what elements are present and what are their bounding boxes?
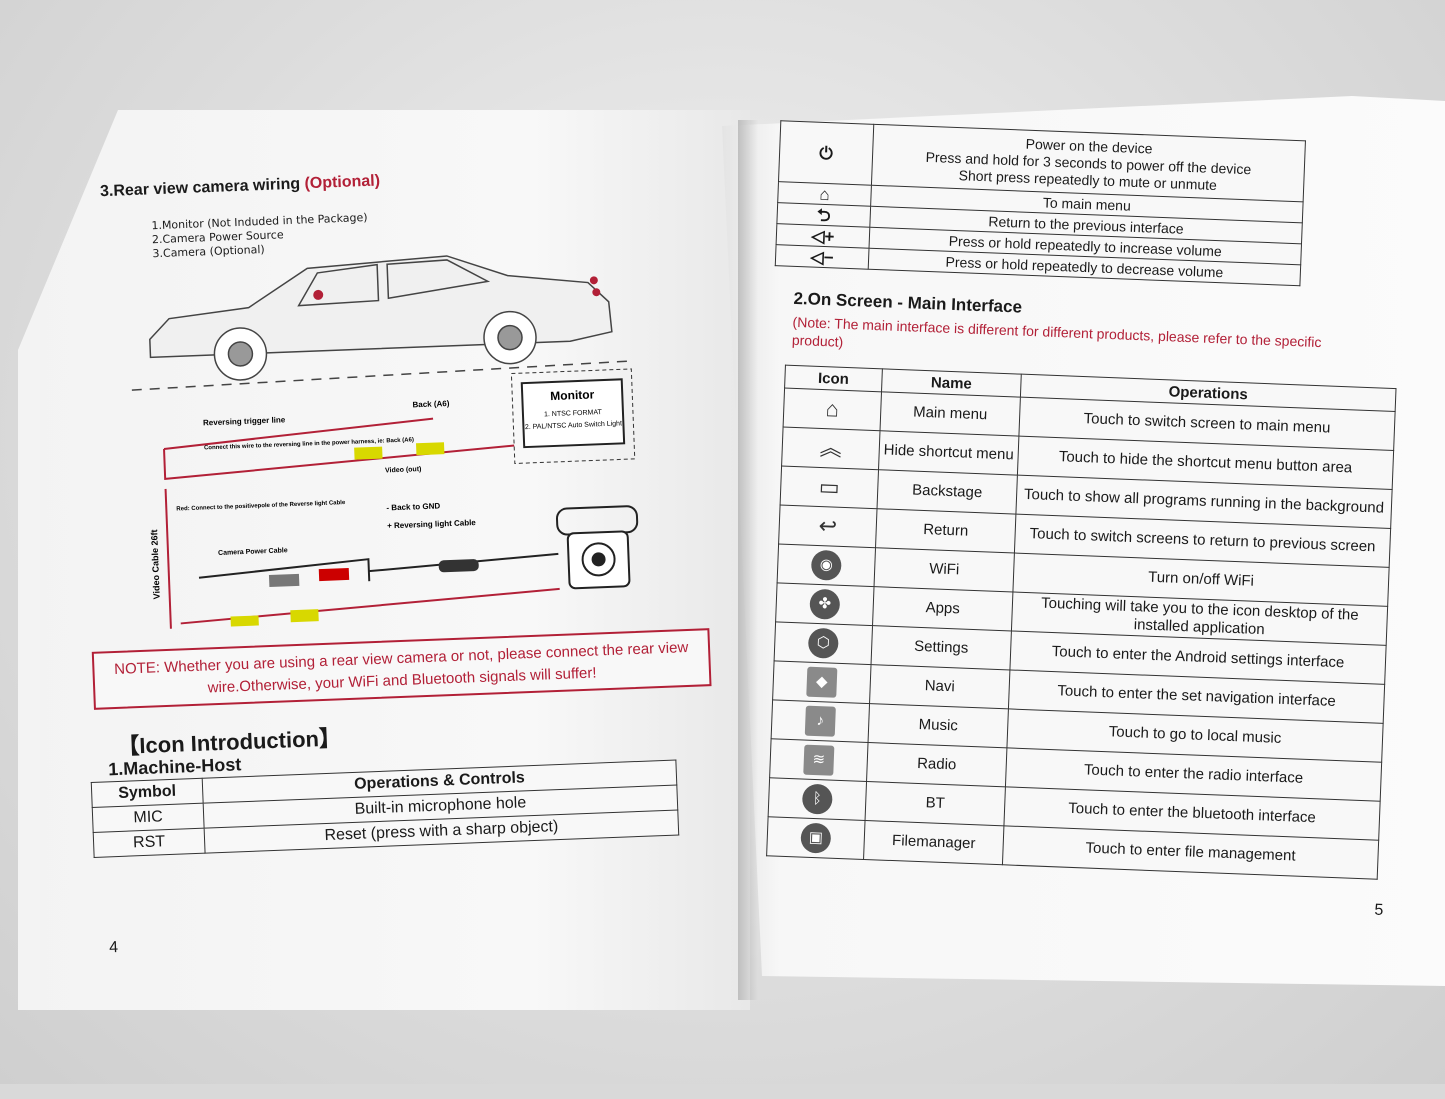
cell-icon: ᛒ <box>768 777 867 821</box>
camera-illustration <box>555 505 639 590</box>
cell-icon: ︽ <box>781 427 881 470</box>
wifi-icon: ◉ <box>810 549 842 581</box>
button-operations-table: ⏻ Power on the device Press and hold for… <box>774 120 1306 287</box>
label-reversing-trigger: Reversing trigger line <box>203 415 286 427</box>
monitor-line: 1. NTSC FORMAT <box>544 409 603 418</box>
cell-icon: ≋ <box>769 738 869 782</box>
cell-icon: ◆ <box>772 660 872 704</box>
marker-3 <box>592 288 601 297</box>
label-back-gnd: - Back to GND <box>386 501 440 512</box>
cell-name: Filemanager <box>863 820 1004 865</box>
monitor-box <box>520 378 626 449</box>
radio-icon: ≋ <box>803 744 835 776</box>
cell-name: Return <box>875 508 1016 554</box>
cell-icon: ♪ <box>771 699 870 743</box>
cell-name: Music <box>868 703 1009 748</box>
cell-icon: ◉ <box>777 543 876 587</box>
monitor-line: 2. PAL/NTSC Auto Switch Light <box>525 420 622 431</box>
yellow-connector <box>354 446 383 460</box>
settings-icon: ⬡ <box>807 627 839 659</box>
car-illustration <box>131 255 632 391</box>
yellow-connector <box>290 609 319 623</box>
cell-name: Navi <box>869 664 1010 709</box>
power-icon: ⏻ <box>819 143 834 163</box>
file-manager-icon: ▣ <box>800 822 832 854</box>
bluetooth-icon: ᛒ <box>801 783 833 815</box>
label-video-cable: Video Cable 26ft <box>149 529 162 599</box>
page-number-right: 5 <box>1374 901 1384 919</box>
label-video-out: Video (out) <box>385 466 422 474</box>
on-screen-note: (Note: The main interface is different f… <box>791 313 1322 351</box>
cell-icon: ✤ <box>775 582 875 626</box>
label-reversing-light: + Reversing light Cable <box>387 518 477 530</box>
cell-name: BT <box>865 781 1006 826</box>
back-icon: ⮌ <box>816 205 831 225</box>
marker-2 <box>589 276 598 285</box>
cell-name: Radio <box>866 742 1007 787</box>
cell-name: Backstage <box>877 469 1018 515</box>
monitor-title: Monitor <box>550 387 595 403</box>
cell-icon: ↩ <box>778 504 878 548</box>
home-outline-icon: ⌂ <box>825 396 840 422</box>
cell-icon: ⌂ <box>783 388 882 431</box>
music-icon: ♪ <box>804 705 836 737</box>
label-back-a6: Back (A6) <box>412 399 450 409</box>
apps-icon: ✤ <box>809 588 841 620</box>
wiring-diagram: Monitor 1. NTSC FORMAT 2. PAL/NTSC Auto … <box>131 255 639 629</box>
cell-icon: ▭ <box>780 466 879 509</box>
cell-name: Main menu <box>880 391 1021 437</box>
label-camera-power: Camera Power Cable <box>218 547 288 557</box>
yellow-connector <box>230 615 259 629</box>
yellow-connector <box>415 442 445 456</box>
volume-down-icon: ◁− <box>810 246 834 267</box>
cell-icon: ⬡ <box>774 621 873 665</box>
cell-icon: ▣ <box>766 816 866 860</box>
booklet-spine <box>738 120 758 1000</box>
cell-name: WiFi <box>874 547 1015 592</box>
marker-1 <box>313 289 324 300</box>
cell-name: Apps <box>872 586 1013 631</box>
red-connector <box>318 567 350 582</box>
monitor-box-outline <box>510 368 636 465</box>
double-chevron-up-icon: ︽ <box>819 434 843 461</box>
return-arrow-icon: ↩ <box>818 512 838 539</box>
home-icon: ⌂ <box>819 184 831 204</box>
stacked-windows-icon: ▭ <box>818 473 841 500</box>
navi-icon: ◆ <box>806 666 838 698</box>
inline-fuse <box>438 559 479 573</box>
gray-connector <box>268 573 300 588</box>
volume-up-icon: ◁+ <box>811 226 835 246</box>
cell-name: Hide shortcut menu <box>878 430 1019 476</box>
cell-name: Settings <box>871 625 1012 670</box>
